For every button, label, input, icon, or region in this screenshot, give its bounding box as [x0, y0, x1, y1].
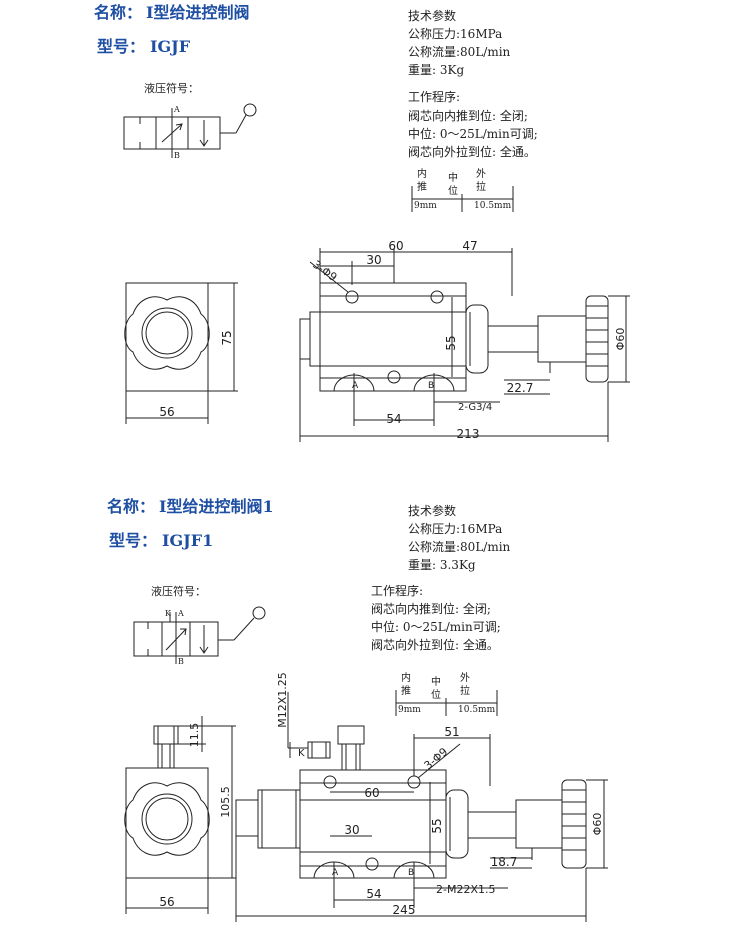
top-travel-inner-dist: 9mm — [414, 201, 437, 211]
bottom-model-prefix: 型号： — [109, 531, 157, 550]
bottom-dim-phi60: Φ60 — [591, 813, 604, 836]
bottom-model: IGJF1 — [162, 531, 213, 550]
top-spec-flow: 公称流量:80L/min — [408, 45, 511, 59]
bottom-travel-outer-2: 拉 — [460, 684, 470, 697]
bottom-sym-port-a: A — [177, 609, 184, 618]
bottom-dim-k: K — [298, 748, 305, 759]
bottom-dim-hole: 3-Φ9 — [422, 745, 451, 772]
bottom-end-view — [124, 716, 236, 914]
bottom-procedure-3: 阀芯向外拉到位: 全通。 — [371, 637, 499, 652]
top-spec-pressure: 公称压力:16MPa — [408, 27, 502, 41]
bottom-dim-m12: M12X1.25 — [276, 672, 289, 728]
top-procedure-3: 阀芯向外拉到位: 全通。 — [408, 144, 536, 159]
bottom-travel-lines — [395, 690, 498, 716]
top-travel-outer-dist: 10.5mm — [474, 201, 512, 211]
bottom-dim-54: 54 — [366, 887, 381, 901]
top-dim-phi60: Φ60 — [614, 328, 627, 351]
bottom-travel-inner-dist: 9mm — [398, 705, 421, 715]
top-dim-hole: 3-Φ9 — [310, 258, 339, 284]
top-name: Ⅰ型给进控制阀 — [146, 3, 250, 22]
top-travel-lines — [411, 186, 514, 212]
top-port-a: A — [173, 105, 180, 114]
top-dim-213: 213 — [457, 427, 480, 441]
top-dim-56: 56 — [159, 405, 174, 419]
top-procedure-title: 工作程序: — [408, 89, 460, 104]
top-procedure-2: 中位: 0～25L/min可调; — [408, 126, 538, 141]
bottom-hydraulic-symbol — [133, 606, 266, 664]
bottom-side-port-a: A — [332, 868, 339, 878]
bottom-spec-flow: 公称流量:80L/min — [408, 540, 511, 554]
top-side-port-b: B — [428, 381, 434, 391]
bottom-dim-56: 56 — [159, 895, 174, 909]
top-dim-75: 75 — [220, 330, 234, 345]
bottom-name-prefix: 名称： — [107, 497, 155, 516]
bottom-procedure-2: 中位: 0～25L/min可调; — [371, 619, 501, 634]
top-dim-22-7: 22.7 — [507, 381, 534, 395]
bottom-symbol-label: 液压符号： — [151, 584, 206, 598]
bottom-name: Ⅰ型给进控制阀1 — [159, 497, 274, 516]
top-model-prefix: 型号： — [97, 37, 145, 56]
top-dim-30: 30 — [366, 253, 381, 267]
bottom-specs-title: 技术参数 — [408, 503, 456, 518]
bottom-dim-51: 51 — [444, 725, 459, 739]
top-hydraulic-symbol — [123, 103, 257, 158]
bottom-sym-port-b: B — [178, 657, 184, 666]
bottom-travel-middle-2: 位 — [431, 688, 441, 701]
bottom-procedure-1: 阀芯向内推到位: 全闭; — [371, 601, 491, 616]
top-dim-54: 54 — [386, 412, 401, 426]
top-port-b: B — [174, 151, 180, 160]
top-dim-thread: 2-G3/4 — [458, 402, 492, 413]
bottom-travel-middle-1: 中 — [431, 675, 441, 688]
bottom-travel-inner-1: 内 — [401, 671, 411, 684]
top-travel-inner-1: 内 — [417, 167, 427, 180]
top-dim-47: 47 — [462, 239, 477, 253]
top-travel-middle-2: 位 — [448, 184, 458, 197]
bottom-dim-55: 55 — [430, 818, 444, 833]
top-specs-title: 技术参数 — [408, 8, 456, 23]
bottom-travel-inner-2: 推 — [401, 684, 411, 697]
bottom-dim-18-7: 18.7 — [491, 855, 518, 869]
bottom-side-view — [235, 692, 608, 922]
bottom-dim-245: 245 — [393, 903, 416, 917]
bottom-spec-pressure: 公称压力:16MPa — [408, 522, 502, 536]
top-model: IGJF — [150, 37, 191, 56]
bottom-dim-105-5: 105.5 — [219, 786, 232, 818]
top-travel-outer-2: 拉 — [476, 180, 486, 193]
top-travel-inner-2: 推 — [417, 180, 427, 193]
bottom-travel-outer-1: 外 — [460, 672, 470, 684]
top-procedure-1: 阀芯向内推到位: 全闭; — [408, 108, 528, 123]
bottom-dim-11-5: 11.5 — [188, 723, 201, 748]
top-dim-55: 55 — [444, 335, 458, 350]
bottom-travel-outer-dist: 10.5mm — [458, 705, 496, 715]
top-travel-middle-1: 中 — [448, 171, 458, 184]
bottom-dim-30: 30 — [344, 823, 359, 837]
bottom-dim-60: 60 — [364, 786, 379, 800]
bottom-dim-thread: 2-M22X1.5 — [436, 883, 496, 896]
top-end-view — [124, 282, 238, 424]
bottom-sym-port-k: K — [165, 609, 172, 618]
top-travel-outer-1: 外 — [476, 168, 486, 180]
top-symbol-label: 液压符号： — [144, 81, 199, 95]
top-side-view — [299, 248, 630, 442]
top-name-prefix: 名称： — [94, 3, 142, 22]
top-dim-60: 60 — [388, 239, 403, 253]
bottom-procedure-title: 工作程序: — [371, 583, 423, 598]
top-spec-weight: 重量: 3Kg — [408, 63, 464, 77]
bottom-spec-weight: 重量: 3.3Kg — [408, 558, 476, 572]
top-side-port-a: A — [352, 381, 359, 391]
bottom-side-port-b: B — [408, 868, 414, 878]
